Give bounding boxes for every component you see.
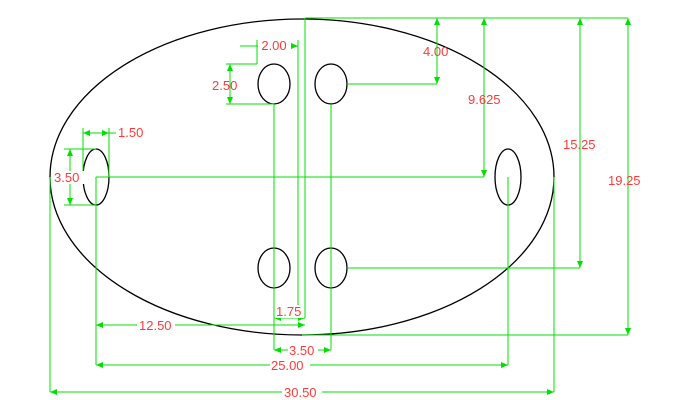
dim-label-center-offset: 9.625 xyxy=(468,92,501,107)
dim-label-half-width-offset: 12.50 xyxy=(139,318,172,333)
dim-label-top-offset: 4.00 xyxy=(423,44,448,59)
dim-label-side-hole-width: 1.50 xyxy=(118,125,143,140)
dim-label-overall-height: 19.25 xyxy=(608,173,641,188)
dim-label-gap-bottom: 1.75 xyxy=(276,304,301,319)
dim-label-lower-holes-offset: 15.25 xyxy=(563,137,596,152)
dim-label-side-hole-span: 25.00 xyxy=(271,358,304,373)
dimension-lines xyxy=(49,17,629,393)
hole-top-left xyxy=(257,63,291,105)
dim-label-overall-width: 30.50 xyxy=(284,385,317,400)
dimension-labels: 2.00 2.50 4.00 9.625 15.25 19.25 1.50 3.… xyxy=(54,38,641,400)
dimension-arrows xyxy=(50,18,631,395)
dim-label-side-hole-height: 3.50 xyxy=(54,170,79,185)
dim-label-hole-spacing-top: 2.00 xyxy=(261,38,286,53)
dim-label-hole-pair-span: 3.50 xyxy=(289,343,314,358)
dim-label-hole-height-top: 2.50 xyxy=(212,78,237,93)
hole-top-right xyxy=(314,63,348,105)
